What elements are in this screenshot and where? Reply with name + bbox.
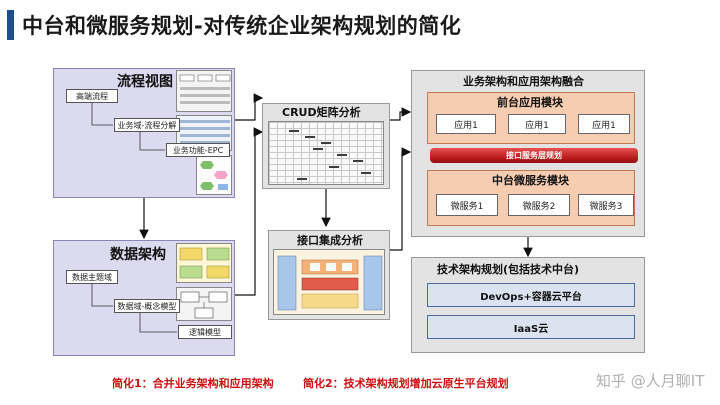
devops-platform-bar: DevOps+容器云平台 [427, 283, 635, 307]
process-level-connectors [91, 103, 165, 151]
microservice-item-3: 微服务3 [578, 194, 634, 216]
crud-matrix-image [268, 121, 384, 185]
interface-title: 接口集成分析 [297, 234, 363, 247]
business-app-title: 业务架构和应用架构融合 [463, 75, 584, 88]
microservice-item-2: 微服务2 [508, 194, 570, 216]
process-level2-box: 业务域-流程分解 [114, 118, 180, 132]
process-level3-box: 业务功能-EPC [166, 143, 230, 157]
data-thumbnail-bottom [176, 287, 232, 321]
arrow-crud-to-business [390, 107, 412, 121]
process-thumbnail-epc [196, 155, 232, 195]
microservice-item-1: 微服务1 [436, 194, 498, 216]
front-app-item-2: 应用1 [508, 114, 566, 134]
data-thumbnail-top [176, 243, 232, 283]
front-app-module-title: 前台应用模块 [497, 96, 563, 109]
title-accent-bar [7, 10, 14, 40]
data-level1-box: 数据主题域 [66, 270, 118, 284]
process-thumbnail-top [176, 70, 232, 112]
arrow-interface-to-business [390, 147, 412, 251]
data-level3-box: 逻辑模型 [178, 325, 232, 339]
data-level-connectors [91, 284, 177, 333]
data-level2-box: 数据域-概念模型 [114, 299, 180, 313]
front-app-item-1: 应用1 [436, 114, 496, 134]
process-view-title: 流程视图 [117, 74, 173, 90]
simplification-note-2: 简化2：技术架构规划增加云原生平台规划 [303, 377, 509, 390]
process-level1-box: 高端流程 [66, 89, 118, 103]
watermark: 知乎 @人月聊IT [596, 372, 705, 390]
simplification-note-1: 简化1：合并业务架构和应用架构 [112, 377, 274, 390]
page-title: 中台和微服务规划-对传统企业架构规划的简化 [22, 14, 462, 38]
crud-title: CRUD矩阵分析 [282, 106, 361, 119]
iaas-cloud-bar: IaaS云 [427, 315, 635, 339]
middle-microservice-title: 中台微服务模块 [492, 174, 569, 187]
arrow-process-to-crud [235, 93, 264, 121]
front-app-item-3: 应用1 [578, 114, 630, 134]
interface-diagram-image [273, 249, 385, 315]
tech-architecture-title: 技术架构规划(包括技术中台) [437, 263, 580, 276]
service-interface-layer-bar: 接口服务层规划 [430, 148, 638, 163]
arrow-data-to-crud [235, 127, 264, 296]
data-architecture-title: 数据架构 [110, 247, 166, 263]
